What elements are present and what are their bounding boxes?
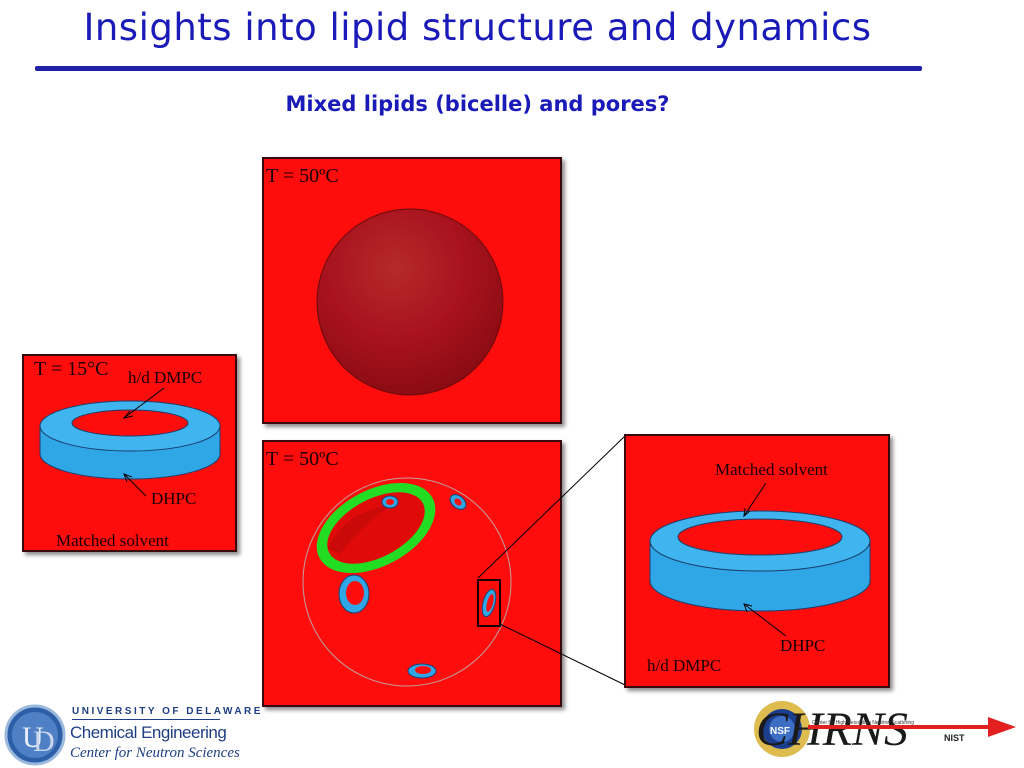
pores-illustration: [302, 477, 512, 687]
pore-zoom-illustration: [649, 482, 871, 637]
dmpc-label: h/d DMPC: [647, 656, 722, 675]
svg-text:U: U: [22, 721, 44, 754]
slide-subtitle: Mixed lipids (bicelle) and pores?: [285, 92, 670, 116]
university-logo: U D UNIVERSITY OF DELAWARE Chemical Engi…: [4, 703, 274, 768]
panel-bicelle-15c: T = 15°C h/d DMPC DHPC Matched solvent: [22, 354, 237, 552]
solvent-label: Matched solvent: [715, 460, 828, 479]
logo-divider: [72, 719, 220, 720]
chrns-arrow-icon: [988, 717, 1016, 737]
solvent-label: Matched solvent: [56, 531, 169, 550]
nsf-seal-icon: [754, 701, 810, 757]
dmpc-label: h/d DMPC: [128, 368, 203, 387]
bicelle-illustration: [39, 387, 221, 497]
dhpc-label: DHPC: [151, 489, 197, 508]
panel-pores-50c: T = 50ºC: [262, 440, 562, 707]
ud-seal-icon: U D: [4, 704, 66, 766]
university-name: UNIVERSITY OF DELAWARE: [72, 706, 263, 717]
nsf-text: NSF: [770, 726, 790, 737]
chrns-logo: NSF CHRNS Center for High Resolution Neu…: [748, 693, 1018, 763]
temperature-label: T = 50ºC: [266, 448, 339, 470]
panel-vesicle-50c: T = 50ºC: [262, 157, 562, 424]
dhpc-label: DHPC: [780, 636, 826, 655]
center-name: Center for Neutron Sciences: [70, 745, 240, 761]
title-divider: [35, 66, 922, 71]
temperature-label: T = 15°C: [34, 358, 109, 380]
chrns-logo-graphic: NSF CHRNS Center for High Resolution Neu…: [754, 701, 1016, 757]
panel-pore-zoom: Matched solvent DHPC h/d DMPC: [624, 434, 890, 688]
nist-text: NIST: [944, 733, 965, 743]
slide-title: Insights into lipid structure and dynami…: [83, 6, 872, 49]
temperature-label: T = 50ºC: [266, 165, 339, 187]
chrns-text: CHRNS: [756, 703, 908, 756]
chrns-tagline: Center for High Resolution Neutron Scatt…: [812, 720, 914, 726]
svg-text:D: D: [33, 725, 55, 758]
vesicle-illustration: [316, 208, 504, 396]
department-name: Chemical Engineering: [70, 723, 227, 742]
